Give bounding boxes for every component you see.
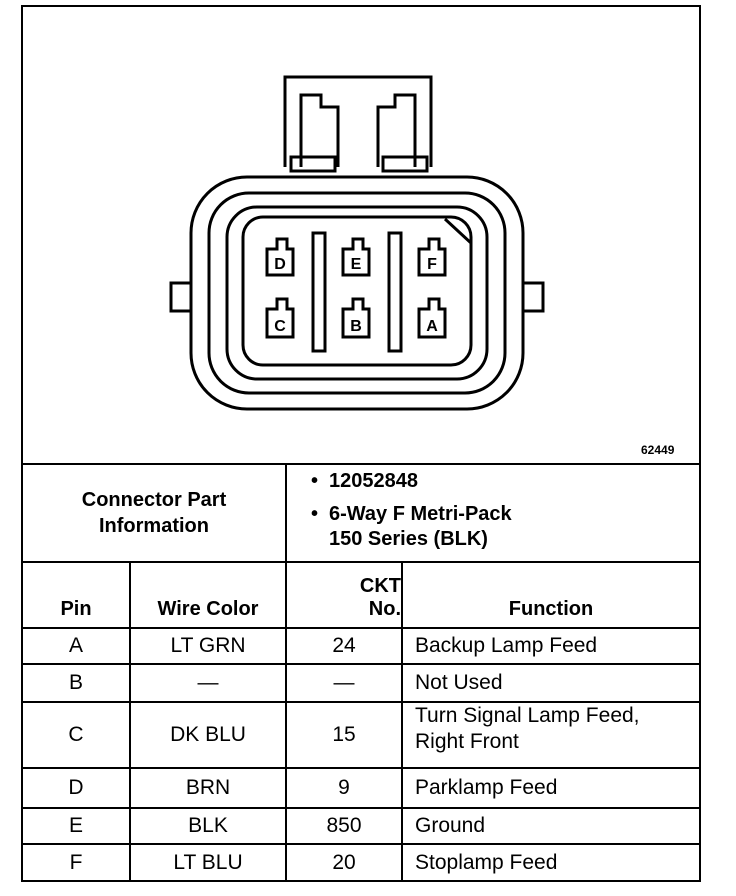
table-cell-pin: D (68, 776, 84, 799)
divider (23, 767, 699, 769)
table-cell-wire-color: DK BLU (170, 723, 246, 746)
table-cell-pin: E (68, 814, 83, 837)
function-line: Turn Signal Lamp Feed, (415, 704, 640, 727)
label-line: Connector Part (81, 489, 227, 511)
table-cell-pin: F (69, 851, 83, 874)
divider-bar (311, 231, 327, 353)
bullet-icon: • (311, 503, 319, 525)
pin-label-f: F (427, 256, 437, 273)
divider (23, 701, 699, 703)
pin-label-a: A (426, 318, 438, 335)
table-cell-pin: A (68, 634, 83, 657)
divider (23, 561, 699, 563)
divider (23, 463, 699, 465)
connector-description-2: 150 Series (BLK) (329, 528, 488, 550)
table-cell-function: Backup Lamp Feed (415, 634, 598, 657)
latch-outline (283, 75, 433, 167)
table-cell-ckt: 24 (332, 634, 356, 657)
divider (285, 561, 287, 882)
divider (23, 627, 699, 629)
function-line: Right Front (415, 730, 519, 753)
header-wire-color: Wire Color (157, 598, 259, 620)
table-cell-function: Stoplamp Feed (415, 851, 558, 874)
table-cell-pin: C (68, 723, 84, 746)
table-cell-function: Turn Signal Lamp Feed, Right Front (403, 703, 699, 767)
table-cell-function: Not Used (415, 671, 503, 694)
table-cell-function: Parklamp Feed (415, 776, 558, 799)
divider (23, 663, 699, 665)
table-cell-wire-color: LT GRN (170, 634, 246, 657)
bullet-icon: • (311, 470, 319, 492)
table-cell-wire-color: BLK (188, 814, 228, 837)
table-cell-wire-color: LT BLU (173, 851, 243, 874)
label-line: Information (99, 515, 209, 537)
table-cell-wire-color: BRN (185, 776, 231, 799)
connector-part-info-label: Connector Part Information (23, 465, 285, 561)
table-cell-ckt: 15 (332, 723, 356, 746)
header-ckt-line1: CKT (359, 575, 401, 597)
table-cell-ckt: — (333, 671, 355, 694)
connector-frame: D E F C B A 62449 Connector Part Informa… (21, 5, 701, 882)
divider (285, 463, 287, 563)
pin-label-b: B (350, 318, 362, 335)
table-cell-pin: B (68, 671, 83, 694)
table-cell-ckt: 9 (338, 776, 350, 799)
pin-label-c: C (274, 318, 286, 335)
table-cell-ckt: 20 (332, 851, 356, 874)
header-pin: Pin (60, 598, 92, 620)
divider-bar (387, 231, 403, 353)
part-number: 12052848 (329, 470, 418, 492)
divider (129, 561, 131, 882)
divider (23, 843, 699, 845)
header-function: Function (508, 598, 594, 620)
connector-diagram: D E F C B A (169, 75, 545, 411)
table-cell-function: Ground (415, 814, 486, 837)
header-ckt-line2: No. (368, 598, 401, 620)
connector-description: 6-Way F Metri-Pack (329, 503, 512, 525)
table-cell-ckt: 850 (326, 814, 362, 837)
header-ckt: CKT No. (287, 563, 401, 627)
pin-label-d: D (274, 256, 286, 273)
connector-part-info: • 12052848 • 6-Way F Metri-Pack 150 Series… (311, 469, 699, 552)
divider (23, 807, 699, 809)
pin-label-e: E (351, 256, 362, 273)
figure-id: 62449 (641, 443, 675, 457)
table-cell-wire-color: — (197, 671, 219, 694)
divider (401, 561, 403, 882)
